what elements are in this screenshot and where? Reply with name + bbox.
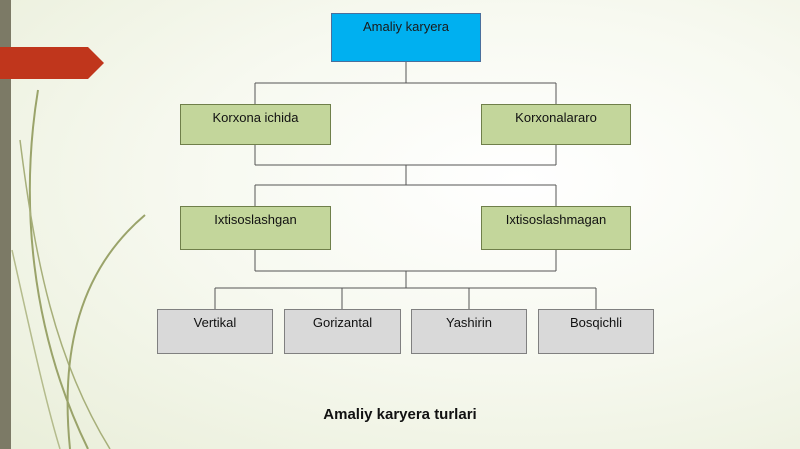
grass-decoration [11,89,146,449]
decorative-left-bar [0,0,11,449]
node-label: Vertikal [193,315,237,330]
node-ixtisoslashmagan: Ixtisoslashmagan [481,206,631,250]
diagram-caption: Amaliy karyera turlari [323,406,477,423]
node-ixtisoslashgan: Ixtisoslashgan [180,206,331,250]
accent-arrow-tab [0,47,104,79]
node-label: Korxonalararo [515,110,597,125]
root-node-label: Amaliy karyera [363,19,449,34]
node-korxonalararo: Korxonalararo [481,104,631,145]
node-yashirin: Yashirin [411,309,527,354]
node-label: Gorizantal [312,315,373,330]
node-label: Ixtisoslashmagan [505,212,607,227]
node-korxona-ichida: Korxona ichida [180,104,331,145]
root-node: Amaliy karyera [331,13,481,62]
node-bosqichli: Bosqichli [538,309,654,354]
node-label: Yashirin [445,315,492,330]
node-label: Ixtisoslashgan [214,212,297,227]
node-vertikal: Vertikal [157,309,273,354]
node-gorizantal: Gorizantal [284,309,401,354]
node-label: Bosqichli [569,315,623,330]
node-label: Korxona ichida [212,110,299,125]
